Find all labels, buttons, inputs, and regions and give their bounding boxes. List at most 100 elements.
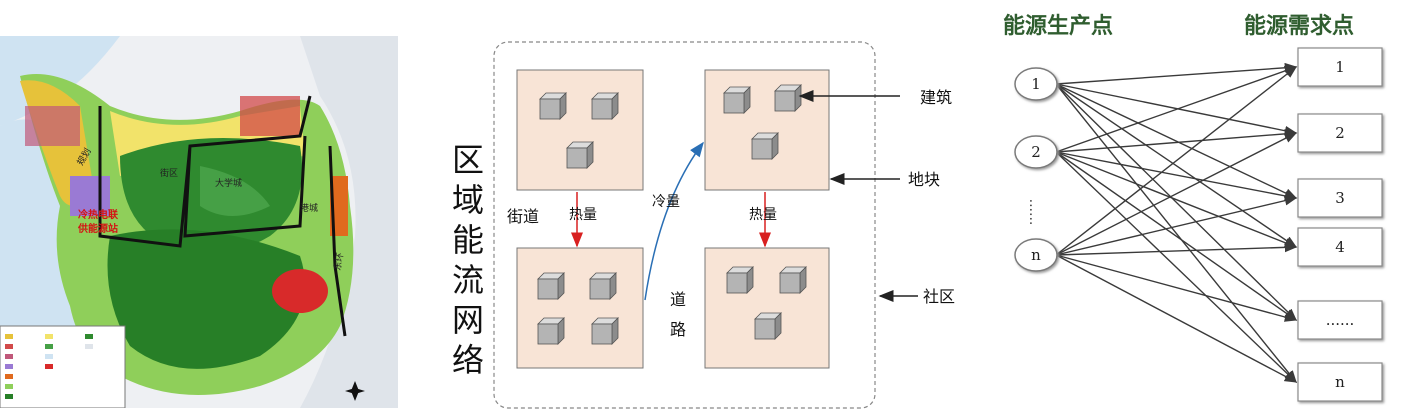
label-cold: 冷量 — [652, 194, 680, 210]
building-cube — [754, 312, 782, 340]
building-cube — [591, 317, 619, 345]
flow-edge — [1055, 151, 1298, 201]
consumer-node-label: ...... — [1326, 311, 1355, 329]
label-road-1: 道 — [670, 290, 686, 309]
flow-edge — [1055, 128, 1298, 153]
building-cube — [566, 141, 594, 169]
vertical-title-char: 络 — [451, 341, 484, 379]
district-diagram-svg: 建筑 地块 社区 街道 热量 冷量 热量 道 路 — [493, 41, 955, 409]
urban-east — [300, 36, 398, 408]
zone-education — [70, 176, 110, 216]
consumer-node-label: n — [1335, 373, 1345, 391]
flow-edges — [1055, 62, 1298, 384]
consumer-node-label: 2 — [1335, 124, 1345, 142]
building-cube — [774, 84, 802, 112]
community-boundary — [493, 41, 876, 409]
building-cube — [726, 266, 754, 294]
building-cube — [537, 317, 565, 345]
planning-map: 冷热电联 供能源站 规划 街区 大学城 东环 港城 — [0, 36, 398, 409]
consumer-node — [1297, 227, 1383, 267]
label-building: 建筑 — [920, 88, 952, 107]
flow-edge — [1055, 195, 1298, 256]
building-cube — [589, 272, 617, 300]
consumer-node — [1297, 300, 1383, 340]
label-heat-left: 热量 — [569, 207, 597, 223]
compass-icon — [345, 381, 365, 401]
vertical-title-char: 域 — [451, 181, 484, 219]
label-community: 社区 — [923, 287, 955, 306]
flow-edge — [1055, 83, 1297, 321]
building-cube — [537, 272, 565, 300]
consumer-node — [1297, 47, 1383, 87]
building-cube — [779, 266, 807, 294]
map-street-label: 街区 — [160, 167, 178, 179]
consumer-node — [1297, 362, 1383, 402]
consumer-nodes: 1 2 3 4...... n — [1297, 47, 1383, 402]
producer-node — [1014, 238, 1058, 272]
cold-arrow — [644, 141, 704, 301]
producer-node-label: 1 — [1031, 75, 1041, 93]
building-cube — [591, 92, 619, 120]
label-block: 地块 — [908, 170, 940, 189]
producer-node-label: n — [1031, 246, 1041, 264]
map-street-label: 东环 — [331, 252, 346, 272]
flow-edge — [1055, 83, 1298, 136]
label-road-2: 路 — [670, 320, 686, 339]
block-bottom-right — [704, 247, 830, 369]
block-bottom-left — [516, 247, 644, 369]
building-cube — [539, 92, 567, 120]
bipartite-graph-svg: 1 2 n 1 2 3 4...... n ...... — [1014, 47, 1383, 402]
boundary-lines — [98, 95, 347, 337]
flow-edge — [1055, 132, 1298, 256]
map-annotation-line1: 冷热电联 — [78, 208, 118, 221]
map-street-label: 大学城 — [215, 177, 242, 189]
label-street: 街道 — [507, 207, 539, 226]
zone-commercial-b — [240, 96, 300, 136]
flow-edge — [1055, 66, 1298, 153]
flow-edge — [1055, 66, 1298, 256]
flow-edge — [1055, 62, 1298, 85]
flow-edge — [1055, 151, 1298, 248]
forest-ridge — [200, 166, 270, 216]
bipartite-graph: 1 2 n 1 2 3 4...... n ...... — [990, 0, 1419, 411]
flow-edge — [1055, 151, 1298, 321]
building-cube — [723, 86, 751, 114]
producer-node — [1014, 135, 1058, 169]
consumer-node-label: 1 — [1335, 58, 1345, 76]
producer-ellipsis: ...... — [1026, 199, 1042, 226]
flow-edge — [1055, 254, 1298, 383]
producer-nodes: 1 2 n — [1014, 67, 1058, 272]
flow-edge — [1055, 151, 1298, 383]
forest-south — [107, 229, 305, 369]
flow-edge — [1055, 254, 1298, 322]
consumer-node-label: 3 — [1335, 189, 1345, 207]
facility-red — [272, 269, 328, 313]
producer-node-label: 2 — [1031, 143, 1041, 161]
map-street-label: 港城 — [300, 202, 318, 214]
consumer-node-label: 4 — [1335, 238, 1345, 256]
vertical-title-char: 网 — [451, 301, 484, 339]
block-top-right — [704, 69, 830, 191]
flow-edge — [1055, 83, 1297, 384]
block-top-left — [516, 69, 644, 191]
planning-map-svg: 冷热电联 供能源站 规划 街区 大学城 东环 港城 — [0, 36, 398, 409]
label-heat-right: 热量 — [749, 207, 777, 223]
header-producers: 能源生产点 — [1003, 14, 1114, 39]
vertical-title-char: 区 — [451, 141, 484, 179]
consumer-node — [1297, 178, 1383, 218]
flow-edge — [1055, 83, 1298, 248]
producer-node — [1014, 67, 1058, 101]
map-annotation-line2: 供能源站 — [77, 222, 118, 235]
district-diagram: 建筑 地块 社区 街道 热量 冷量 热量 道 路 — [440, 0, 980, 411]
map-legend — [0, 325, 126, 409]
flow-edge — [1055, 242, 1298, 256]
building-cube — [751, 132, 779, 160]
header-consumers: 能源需求点 — [1244, 14, 1355, 39]
vertical-title-char: 能 — [451, 221, 484, 259]
flow-edge — [1055, 83, 1298, 199]
consumer-node — [1297, 113, 1383, 153]
vertical-title-char: 流 — [451, 261, 484, 299]
zone-commercial-a — [25, 106, 80, 146]
district-vertical-title: 区 域 能 流 网 络 — [448, 140, 488, 380]
map-legend-swatches — [5, 334, 93, 399]
